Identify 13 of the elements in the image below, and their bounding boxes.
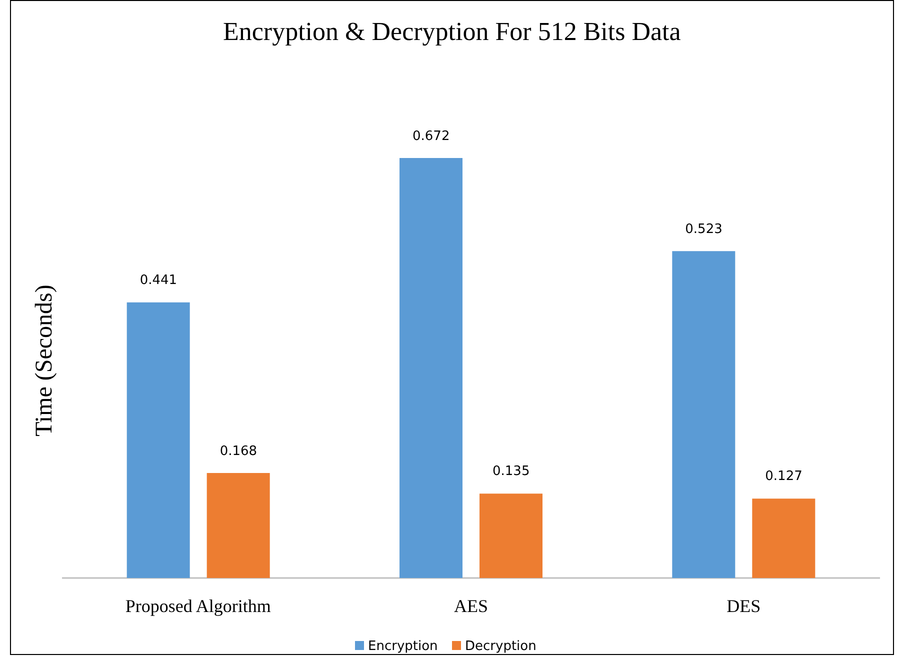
data-label: 0.672 <box>412 128 450 144</box>
category-label: AES <box>454 596 488 616</box>
data-label: 0.523 <box>685 222 722 237</box>
chart-title: Encryption & Decryption For 512 Bits Data <box>223 17 681 47</box>
legend-label: Decryption <box>465 638 536 654</box>
legend-label: Encryption <box>368 638 438 654</box>
data-label: 0.441 <box>140 272 178 288</box>
data-label: 0.135 <box>492 464 530 480</box>
category-label: DES <box>726 596 761 616</box>
category-label: Proposed Algorithm <box>125 596 271 616</box>
data-label: 0.168 <box>220 444 258 458</box>
data-label: 0.127 <box>765 469 802 484</box>
axis-title: Time (Seconds) <box>31 284 58 436</box>
